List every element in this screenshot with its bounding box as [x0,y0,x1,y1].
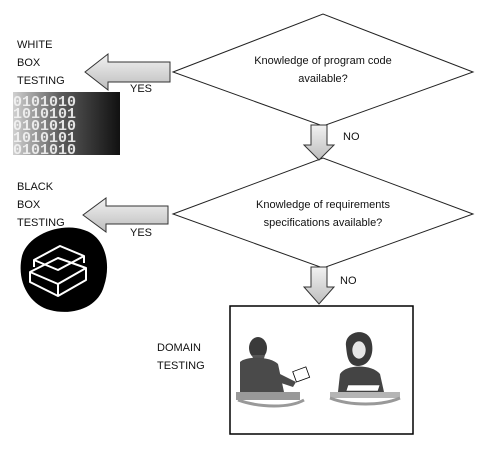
woman-figure [329,332,401,406]
decision-diamond-2 [171,157,475,269]
binary-digits-image: 0101010 1010101 0101010 1010101 0101010 [13,92,120,159]
binary-row: 0101010 [13,94,76,111]
binary-row: 1010101 [13,130,76,147]
yes-arrow-2 [82,197,169,233]
domain-picture-frame [229,305,414,435]
no-arrow-1 [302,124,336,161]
no-label-1: NO [343,131,360,143]
binary-row: 0101010 [13,142,76,159]
decision-1-text: Knowledge of program code available? [254,55,392,85]
black-box-testing-label: BLACK BOX TESTING [17,181,65,229]
yes-label-1: YES [130,83,153,95]
no-arrow-2 [302,266,336,305]
white-box-testing-label: WHITE BOX TESTING [17,39,65,87]
yes-arrow-1 [84,52,171,92]
binary-row: 0101010 [13,118,76,135]
decision-2-text: Knowledge of requirements specifications… [256,199,390,229]
binary-row: 1010101 [13,106,76,123]
yes-label-2: YES [130,227,153,239]
domain-testing-label: DOMAIN TESTING [157,342,205,372]
no-label-2: NO [340,275,357,287]
decision-diamond-1 [171,13,475,127]
books-icon [20,227,108,312]
man-figure [236,337,311,408]
